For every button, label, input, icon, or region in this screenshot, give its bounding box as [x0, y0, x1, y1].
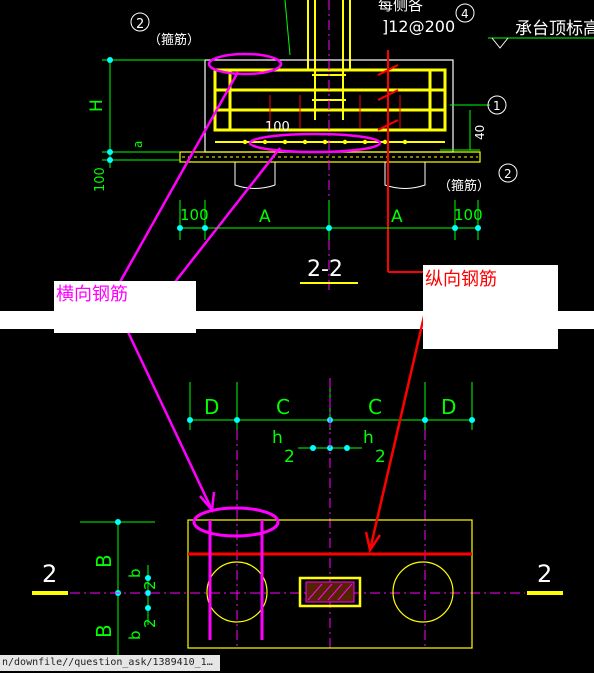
plan-centerlines	[70, 378, 525, 650]
longitudinal-label-box: 纵向钢筋	[423, 265, 558, 349]
plan-view	[32, 311, 563, 670]
longitudinal-label: 纵向钢筋	[425, 269, 497, 290]
rebar-cage	[213, 68, 447, 132]
stirrup-note-top: （箍筋）	[148, 32, 200, 48]
dim-A2: A	[391, 207, 403, 227]
stirrup-note-bottom: （箍筋）	[438, 178, 490, 194]
dim-A1: A	[259, 207, 271, 227]
transverse-arrow	[126, 331, 216, 513]
transverse-label-box: 横向钢筋	[54, 281, 196, 333]
column-plan	[298, 576, 362, 608]
rebar-prefix: 每侧各	[378, 0, 423, 14]
circled-marks	[130, 3, 518, 183]
dim-D1: D	[204, 395, 219, 419]
dim-h-1: h	[272, 428, 283, 448]
dim-D2: D	[441, 395, 456, 419]
column-hatch	[305, 581, 355, 603]
plan-dimension-dots	[115, 417, 475, 611]
dim-H: H	[87, 99, 107, 112]
rebar-spec: ]12@200	[382, 17, 455, 36]
dim-C1: C	[276, 395, 290, 419]
longitudinal-leader	[377, 50, 425, 273]
plan-texts: D C C D h 2 h 2 B B b 2 b 2 2 2	[42, 395, 552, 640]
dim-100-mid: 100	[265, 120, 290, 135]
longitudinal-arrow	[364, 311, 427, 554]
transverse-bars-plan	[192, 506, 280, 640]
section-texts: 2 （箍筋） 每侧各 ]12@200 4 承台顶标高 1 2 （箍筋） H a …	[87, 0, 594, 282]
dim-2-2: 2	[375, 447, 386, 467]
pile-right	[392, 561, 454, 623]
pile-left	[206, 561, 268, 623]
circle-4-label: 4	[461, 7, 469, 21]
transverse-marks	[118, 52, 382, 283]
dim-b2-2: 2	[141, 618, 159, 628]
cap-plan-outline	[187, 519, 473, 649]
status-url: n/downfile//question_ask/1389410_1…	[0, 655, 220, 671]
section-title: 2-2	[307, 257, 343, 282]
dimension-lines	[102, 0, 594, 240]
dim-b2-1: 2	[141, 580, 159, 590]
hatch-lines	[307, 583, 353, 601]
cap-top-label: 承台顶标高	[515, 19, 594, 39]
elevation-marker	[491, 37, 509, 49]
inner-bars	[269, 95, 401, 128]
circle-2-label: 2	[504, 167, 512, 181]
dim-a: a	[131, 141, 145, 148]
circle-2-top: 2	[136, 17, 144, 32]
dim-C2: C	[368, 395, 382, 419]
dim-40: 40	[473, 125, 487, 140]
dim-100-left: 100	[93, 167, 108, 192]
dim-2-1: 2	[284, 447, 295, 467]
section-view	[102, 0, 594, 290]
piles	[234, 162, 426, 189]
section-mark-left: 2	[42, 560, 57, 588]
bar-dots	[242, 139, 408, 145]
dim-b-1: b	[126, 568, 144, 578]
dim-100-b1: 100	[180, 206, 209, 224]
dimension-dots	[107, 57, 481, 231]
dim-B1: B	[92, 554, 116, 568]
circle-1-label: 1	[493, 99, 501, 113]
dim-B2: B	[92, 624, 116, 638]
transverse-label: 横向钢筋	[56, 284, 128, 305]
dim-100-b2: 100	[454, 206, 483, 224]
dim-h-2: h	[363, 428, 374, 448]
dim-b-2: b	[126, 630, 144, 640]
section-mark-right: 2	[537, 560, 552, 588]
